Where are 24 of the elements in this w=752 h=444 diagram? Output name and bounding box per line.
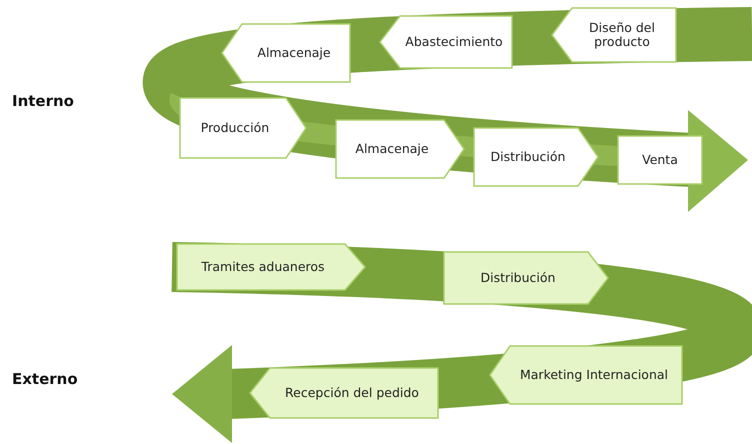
chevron-step [444,252,608,304]
step-label: Almacenaje [354,140,430,158]
chevron-step [180,98,306,158]
chevron-step [222,24,350,82]
chevron-step [490,346,682,404]
step-label: Almacenaje [256,44,332,62]
section-label: Interno [12,92,74,110]
chevron-step [618,136,702,184]
section-label: Externo [12,370,78,388]
step-label: Marketing Internacional [518,366,670,384]
chevron-step [177,244,365,290]
step-label: Venta [641,150,679,169]
step-label: Distribución [480,268,556,287]
step-label: Tramites aduaneros [200,258,326,276]
chevron-step [380,16,512,68]
chevron-step [474,128,598,186]
step-label: Producción [200,118,270,137]
step-label: Recepción del pedido [284,384,420,402]
chevron-step [336,120,464,178]
step-label: Diseño del producto [588,18,656,51]
chevron-step [250,368,438,418]
chevron-step [552,8,676,62]
step-label: Abastecimiento [404,32,504,51]
step-label: Distribución [490,148,566,166]
